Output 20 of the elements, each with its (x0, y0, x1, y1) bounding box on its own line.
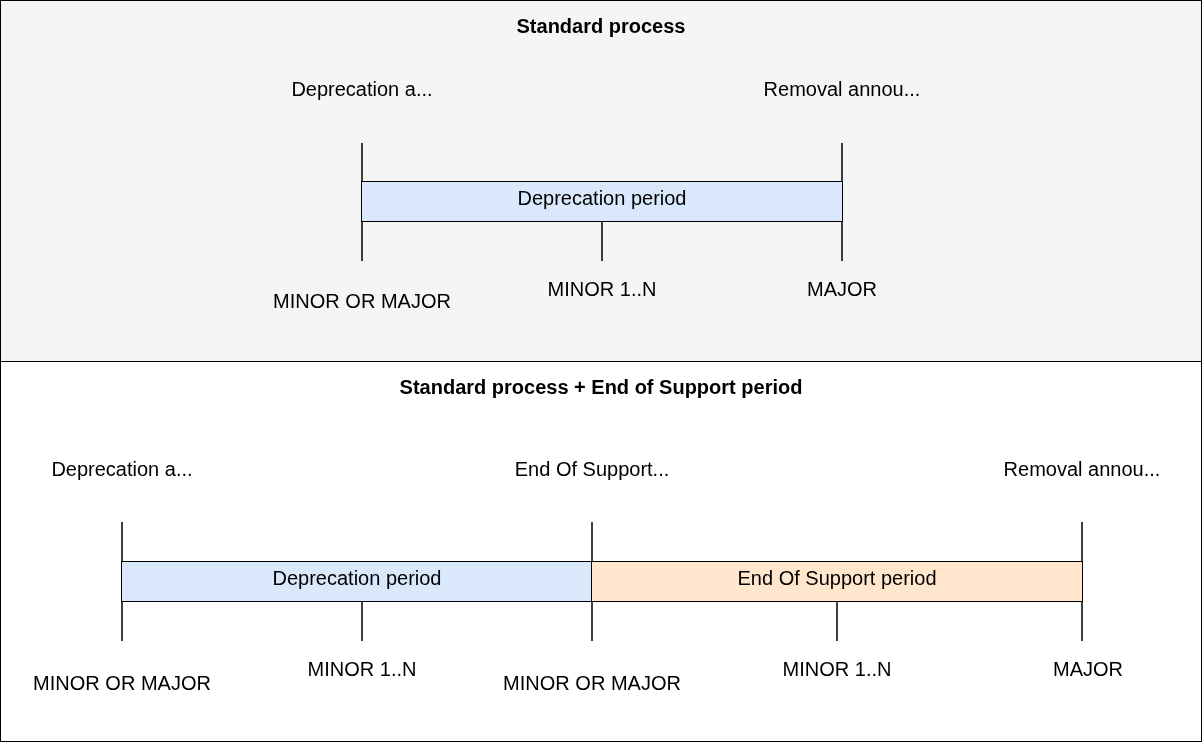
period-bar: End Of Support period (591, 561, 1083, 602)
timeline-label: MINOR OR MAJOR (273, 289, 451, 313)
panel-title: Standard process (515, 15, 687, 38)
timeline-label: Deprecation a... (291, 77, 433, 101)
timeline-label: MAJOR (807, 277, 877, 301)
timeline-label: MINOR 1..N (782, 657, 892, 681)
period-bar: Deprecation period (121, 561, 593, 602)
timeline-label: Removal annou... (763, 77, 921, 101)
timeline-label: Deprecation a... (51, 457, 193, 481)
timeline-label: MINOR 1..N (307, 657, 417, 681)
panel (0, 361, 1202, 742)
timeline-label: MINOR OR MAJOR (33, 671, 211, 695)
panel (0, 0, 1202, 362)
timeline-label: End Of Support... (514, 457, 670, 481)
timeline-label: Removal annou... (1003, 457, 1161, 481)
timeline-label: MINOR OR MAJOR (503, 671, 681, 695)
period-bar: Deprecation period (361, 181, 843, 222)
timeline-label: MINOR 1..N (547, 277, 657, 301)
panel-title: Standard process + End of Support period (398, 376, 804, 399)
timeline-label: MAJOR (1053, 657, 1123, 681)
